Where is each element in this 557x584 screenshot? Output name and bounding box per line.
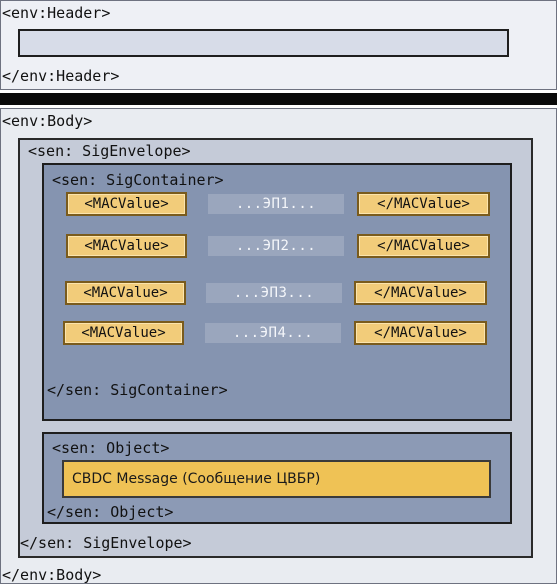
env-header-open-tag: <env:Header> <box>2 4 111 22</box>
object-close-tag: </sen: Object> <box>47 503 174 521</box>
mac-value-close-tag-1: </MACValue> <box>357 192 490 216</box>
mac-value-open-tag-4: <MACValue> <box>63 321 184 345</box>
object-open-tag: <sen: Object> <box>52 439 170 457</box>
signature-value-4: ...ЭП4... <box>205 323 341 343</box>
mac-value-open-tag-1: <MACValue> <box>66 192 187 216</box>
mac-value-close-tag-3: </MACValue> <box>354 281 487 305</box>
mac-value-close-tag-4: </MACValue> <box>354 321 487 345</box>
mac-value-open-tag-3: <MACValue> <box>65 281 186 305</box>
sig-envelope-close-tag: </sen: SigEnvelope> <box>20 534 192 552</box>
signature-value-3: ...ЭП3... <box>206 283 342 303</box>
signature-value-2: ...ЭП2... <box>208 236 344 256</box>
sig-container-close-tag: </sen: SigContainer> <box>47 381 228 399</box>
cbdc-message-box: CBDC Message (Сообщение ЦВБР) <box>62 460 491 498</box>
mac-value-open-tag-2: <MACValue> <box>66 234 187 258</box>
sig-envelope-open-tag: <sen: SigEnvelope> <box>28 142 191 160</box>
section-divider <box>0 93 557 105</box>
sig-container-open-tag: <sen: SigContainer> <box>52 171 224 189</box>
env-body-open-tag: <env:Body> <box>2 112 93 130</box>
mac-value-close-tag-2: </MACValue> <box>357 234 490 258</box>
env-header-content-box <box>18 29 509 57</box>
env-body-close-tag: </env:Body> <box>2 566 102 584</box>
env-header-close-tag: </env:Header> <box>2 67 120 85</box>
signature-value-1: ...ЭП1... <box>208 194 344 214</box>
